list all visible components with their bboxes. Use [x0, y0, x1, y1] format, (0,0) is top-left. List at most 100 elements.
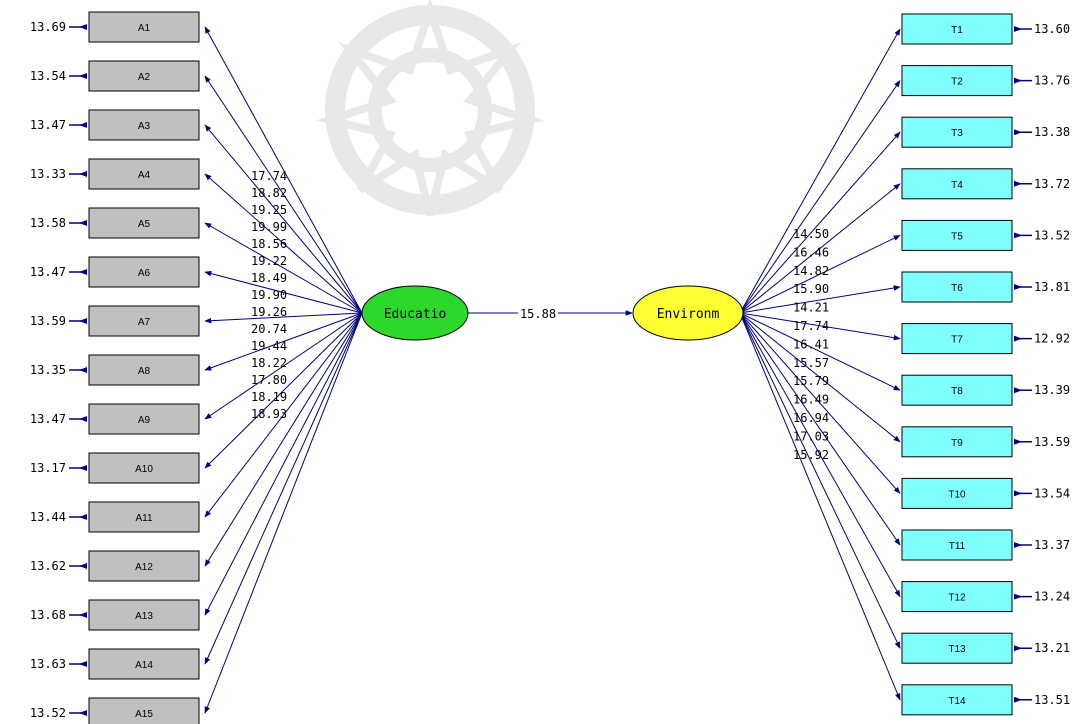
error-arrow-head: [79, 710, 87, 716]
error-arrow-head: [1014, 180, 1022, 187]
loading-value: 15.90: [793, 282, 829, 296]
indicator-label: T3: [951, 128, 963, 139]
indicator-label: A14: [135, 660, 153, 671]
indicator-box[interactable]: [88, 599, 200, 631]
loading-path: [204, 312, 363, 324]
indicator-label: T13: [948, 644, 966, 655]
error-arrow-head: [79, 220, 87, 226]
indicator-box[interactable]: [88, 109, 200, 141]
loading-value: 17.74: [793, 319, 829, 333]
error-variance: 13.59: [30, 314, 66, 328]
latent-education[interactable]: [361, 285, 469, 341]
loading-value: 18.56: [251, 237, 287, 251]
error-arrow-head: [79, 563, 87, 569]
indicator-label: T4: [951, 180, 963, 191]
indicator-box[interactable]: [901, 426, 1013, 458]
indicator-box[interactable]: [901, 271, 1013, 303]
error-arrow-head: [1014, 26, 1022, 32]
indicator-label: A12: [135, 562, 153, 573]
indicator-label: T5: [951, 231, 963, 242]
indicator-label: T10: [948, 489, 966, 500]
loading-path: [204, 173, 363, 314]
loading-path: [739, 312, 901, 546]
indicator-box[interactable]: [88, 648, 200, 680]
indicator-box[interactable]: [901, 632, 1013, 664]
indicator-box[interactable]: [901, 374, 1013, 406]
loading-value: 19.90: [251, 288, 287, 302]
indicator-box[interactable]: [901, 529, 1013, 561]
loading-path: [204, 312, 363, 518]
indicator-box[interactable]: [901, 116, 1013, 148]
indicator-box[interactable]: [901, 219, 1013, 251]
error-variance: 13.47: [30, 265, 66, 279]
loading-value: 17.03: [793, 429, 829, 443]
error-variance: 13.44: [30, 510, 66, 524]
error-arrow-head: [79, 416, 87, 422]
indicator-label: T11: [949, 541, 966, 552]
indicator-box[interactable]: [88, 550, 200, 582]
loading-path: [739, 312, 901, 443]
latent-environment[interactable]: [632, 285, 744, 341]
indicator-label: A9: [138, 415, 151, 426]
error-arrow-head: [1014, 490, 1022, 497]
error-arrow-head: [79, 612, 87, 618]
error-variance: 13.21: [1034, 641, 1070, 655]
loading-value: 18.19: [251, 390, 287, 404]
indicator-label: A7: [138, 317, 151, 328]
indicator-box[interactable]: [901, 684, 1013, 716]
error-variance: 13.33: [30, 167, 66, 181]
loading-value: 18.22: [251, 356, 287, 370]
loading-path: [204, 124, 363, 314]
loading-path: [739, 285, 901, 314]
error-variance: 13.52: [30, 706, 66, 720]
error-arrow-head: [1014, 129, 1022, 136]
error-arrow-head: [79, 514, 87, 520]
indicator-box[interactable]: [88, 207, 200, 239]
error-variance: 13.69: [30, 20, 66, 34]
error-variance: 13.35: [30, 363, 66, 377]
loading-value: 18.82: [251, 186, 287, 200]
indicator-label: A13: [135, 611, 153, 622]
indicator-box[interactable]: [901, 13, 1013, 45]
indicator-box[interactable]: [88, 256, 200, 288]
indicator-box[interactable]: [88, 697, 200, 724]
loading-path: [204, 270, 363, 314]
loading-value: 15.79: [793, 374, 829, 388]
error-variance: 13.72: [1034, 177, 1070, 191]
watermark-logo: [315, 0, 545, 216]
loading-value: 14.21: [793, 301, 829, 315]
indicator-label: T14: [948, 696, 966, 707]
loading-path: [204, 75, 363, 314]
indicator-box[interactable]: [88, 158, 200, 190]
indicator-box[interactable]: [901, 581, 1013, 613]
indicator-box[interactable]: [901, 168, 1013, 200]
indicator-box[interactable]: [88, 305, 200, 337]
indicator-box[interactable]: [88, 354, 200, 386]
error-arrow-head: [1014, 335, 1022, 342]
error-variance: 13.47: [30, 118, 66, 132]
error-variance: 13.54: [1034, 486, 1070, 500]
indicator-box[interactable]: [88, 11, 200, 43]
indicator-box[interactable]: [88, 501, 200, 533]
indicator-box[interactable]: [88, 60, 200, 92]
loading-path: [204, 26, 363, 314]
indicator-label: T9: [951, 438, 963, 449]
indicator-label: T6: [951, 283, 963, 294]
error-variance: 13.39: [1034, 383, 1070, 397]
indicator-box[interactable]: [88, 403, 200, 435]
indicator-box[interactable]: [88, 452, 200, 484]
error-variance: 13.58: [30, 216, 66, 230]
indicator-box[interactable]: [901, 477, 1013, 509]
indicator-box[interactable]: [901, 323, 1013, 355]
error-variance: 13.54: [30, 69, 66, 83]
loading-path: [739, 28, 901, 314]
loading-path: [204, 312, 363, 567]
error-variance: 13.17: [30, 461, 66, 475]
indicator-box[interactable]: [901, 65, 1013, 97]
error-variance: 13.47: [30, 412, 66, 426]
error-arrow-head: [1014, 696, 1022, 703]
error-arrow-head: [79, 465, 87, 471]
error-variance: 12.92: [1034, 332, 1070, 346]
indicator-label: T7: [951, 335, 963, 346]
indicator-label: A11: [135, 513, 152, 524]
